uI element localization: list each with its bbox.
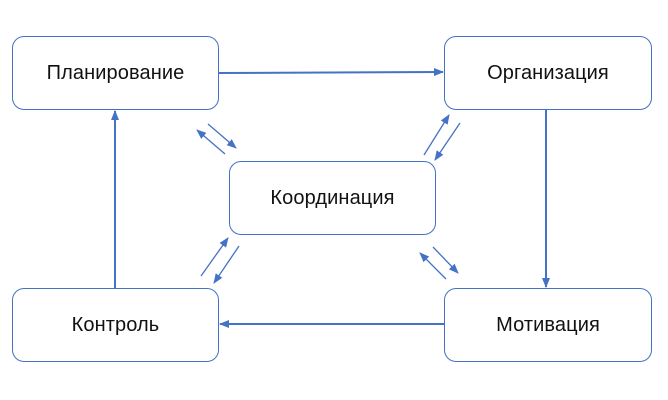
- arrow-planning-to-organization: [218, 68, 444, 77]
- node-organization: Организация: [444, 36, 652, 110]
- node-organization-label: Организация: [487, 61, 609, 84]
- node-coordination: Координация: [229, 161, 436, 235]
- arrow-motivation-to-coordination: [419, 252, 447, 280]
- arrow-coordination-to-planning: [196, 129, 226, 155]
- node-planning: Планирование: [12, 36, 219, 110]
- arrow-coordination-to-motivation: [432, 246, 459, 274]
- arrow-organization-to-coordination: [434, 122, 461, 161]
- arrow-coordination-to-organization: [423, 114, 450, 156]
- node-control: Контроль: [12, 288, 219, 362]
- node-motivation-label: Мотивация: [496, 313, 600, 336]
- node-motivation: Мотивация: [444, 288, 652, 362]
- arrow-coordination-to-control: [213, 245, 240, 284]
- node-planning-label: Планирование: [46, 61, 185, 84]
- arrow-control-to-coordination: [200, 237, 229, 277]
- node-control-label: Контроль: [71, 313, 160, 336]
- node-coordination-label: Координация: [270, 186, 395, 209]
- arrow-planning-to-coordination: [207, 123, 237, 149]
